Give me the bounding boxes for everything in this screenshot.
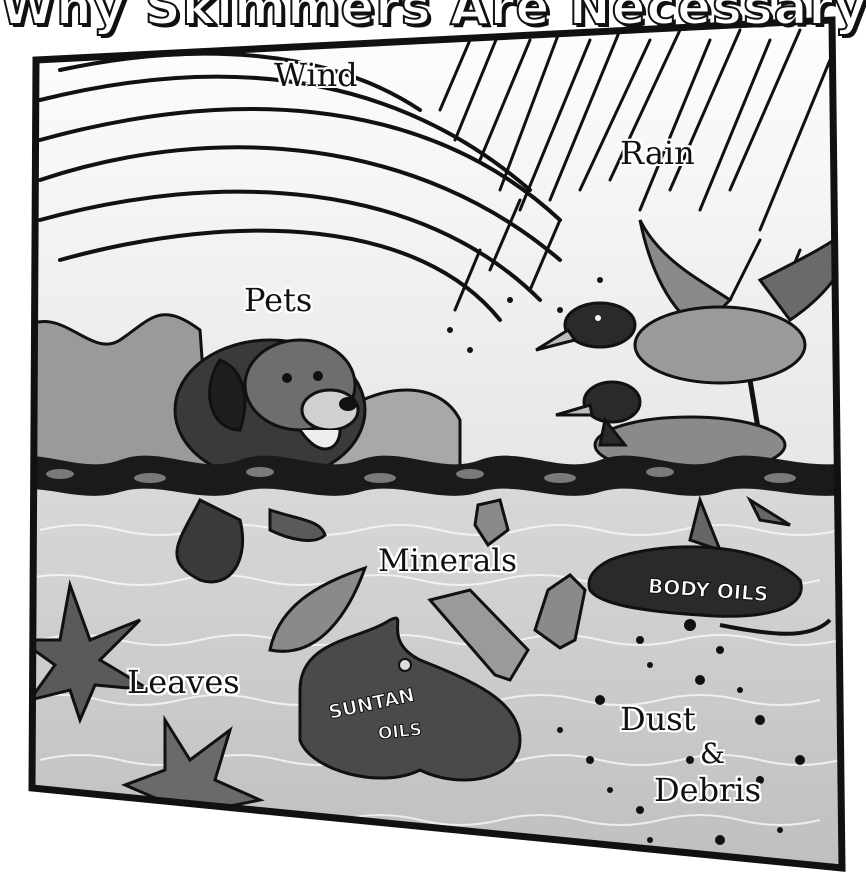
label-leaves: Leaves: [127, 663, 240, 701]
label-wind: Wind: [274, 56, 358, 94]
title: Why Skimmers Are Necessary: [0, 0, 866, 36]
label-minerals: Minerals: [378, 543, 517, 579]
label-pets: Pets: [244, 281, 312, 319]
label-debris: Debris: [654, 771, 761, 809]
label-ampersand: &: [700, 737, 725, 770]
label-dust: Dust: [620, 700, 696, 738]
label-rain: Rain: [620, 134, 695, 172]
